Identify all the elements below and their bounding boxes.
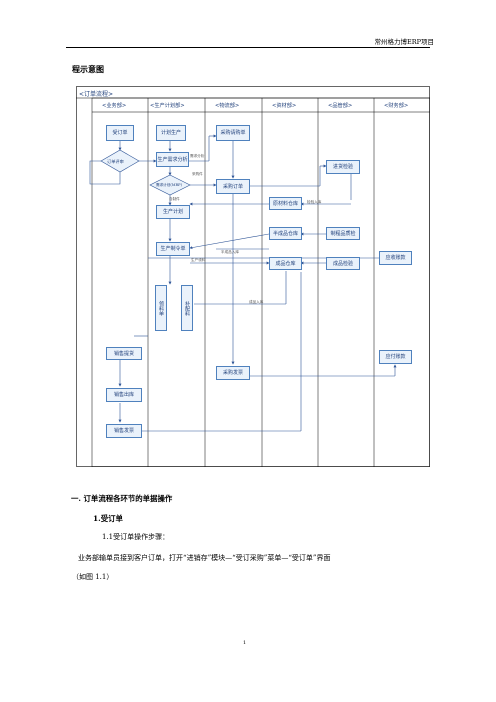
- edge-label-inspect-in: 检验入库: [307, 200, 322, 204]
- edge-label-demand: 需求分析: [190, 154, 205, 158]
- node-plan-production: 计划生产: [156, 125, 186, 141]
- diagram-lines: [76, 86, 430, 467]
- lane-logistics: <物流部>: [215, 103, 240, 109]
- heading-level-3: 1.1受订单操作步骤：: [102, 533, 170, 541]
- order-flow-diagram: <订单流程> <业务部> <生产计划部> <物流部> <资材部> <品管部> <…: [76, 86, 430, 467]
- heading-level-2: 1.受订单: [93, 514, 123, 523]
- node-product-warehouse: 成品仓库: [269, 257, 302, 270]
- lane-planning: <生产计划部>: [150, 103, 185, 109]
- node-semi-warehouse: 半成品仓库: [269, 227, 302, 240]
- node-receive-order: 受订单: [106, 125, 134, 141]
- lane-finance: <财务部>: [384, 103, 409, 109]
- node-sales-invoice: 销售发票: [106, 424, 142, 438]
- node-final-inspection: 成品检验: [326, 257, 360, 270]
- lane-materials: <资材部>: [272, 103, 297, 109]
- page-number: 1: [243, 640, 247, 646]
- header-rule: [66, 47, 430, 48]
- body-paragraph-continued: （如图 1.1）: [72, 573, 114, 581]
- edge-label-purchased: 采购件: [192, 172, 203, 176]
- node-payable: 应付账款: [379, 350, 412, 364]
- lane-quality: <品管部>: [328, 103, 353, 109]
- edge-label-product-in: 成品入库: [249, 300, 264, 304]
- edge-label-issue: 生产领料: [191, 258, 206, 262]
- node-raw-warehouse: 原材料仓库: [269, 197, 302, 210]
- node-work-order: 生产制令单: [156, 242, 190, 256]
- node-order-review: 订单评审: [107, 159, 124, 164]
- running-header: 常州格力博ERP项目: [374, 38, 434, 46]
- node-demand-analysis: 生产需求分析: [156, 152, 189, 167]
- node-purchase-invoice: 采购发票: [216, 366, 250, 380]
- node-sales-outbound: 销售出库: [106, 388, 142, 402]
- node-process-inspection: 制程品质检: [326, 227, 360, 240]
- node-purchase-order: 采购订单: [216, 179, 250, 194]
- frame-title: <订单流程>: [79, 91, 114, 98]
- node-production-plan: 生产计划: [156, 205, 190, 219]
- node-mrp: 需求计划(MRP): [156, 183, 182, 187]
- lane-business: <业务部>: [102, 103, 127, 109]
- edge-label-selfmade: 自制件: [169, 197, 180, 201]
- node-material-requisition: 领料单: [155, 285, 167, 331]
- heading-level-1: 一. 订单流程各环节的单据操作: [71, 494, 173, 503]
- node-supplement: 补配料: [181, 285, 193, 331]
- body-paragraph: 业务部输单员接到客户订单，打开“进销存”模块—“受订采购”菜单—“受订单”界面: [78, 554, 331, 562]
- section-title: 程示意图: [72, 64, 104, 74]
- node-receivable: 应收账款: [379, 251, 412, 265]
- node-purchase-request: 采购请购单: [216, 125, 250, 141]
- node-incoming-inspection: 进货检验: [326, 160, 360, 174]
- node-sales-pickup: 销售提货: [106, 347, 142, 360]
- edge-label-semi-in: 半成品入库: [221, 250, 239, 254]
